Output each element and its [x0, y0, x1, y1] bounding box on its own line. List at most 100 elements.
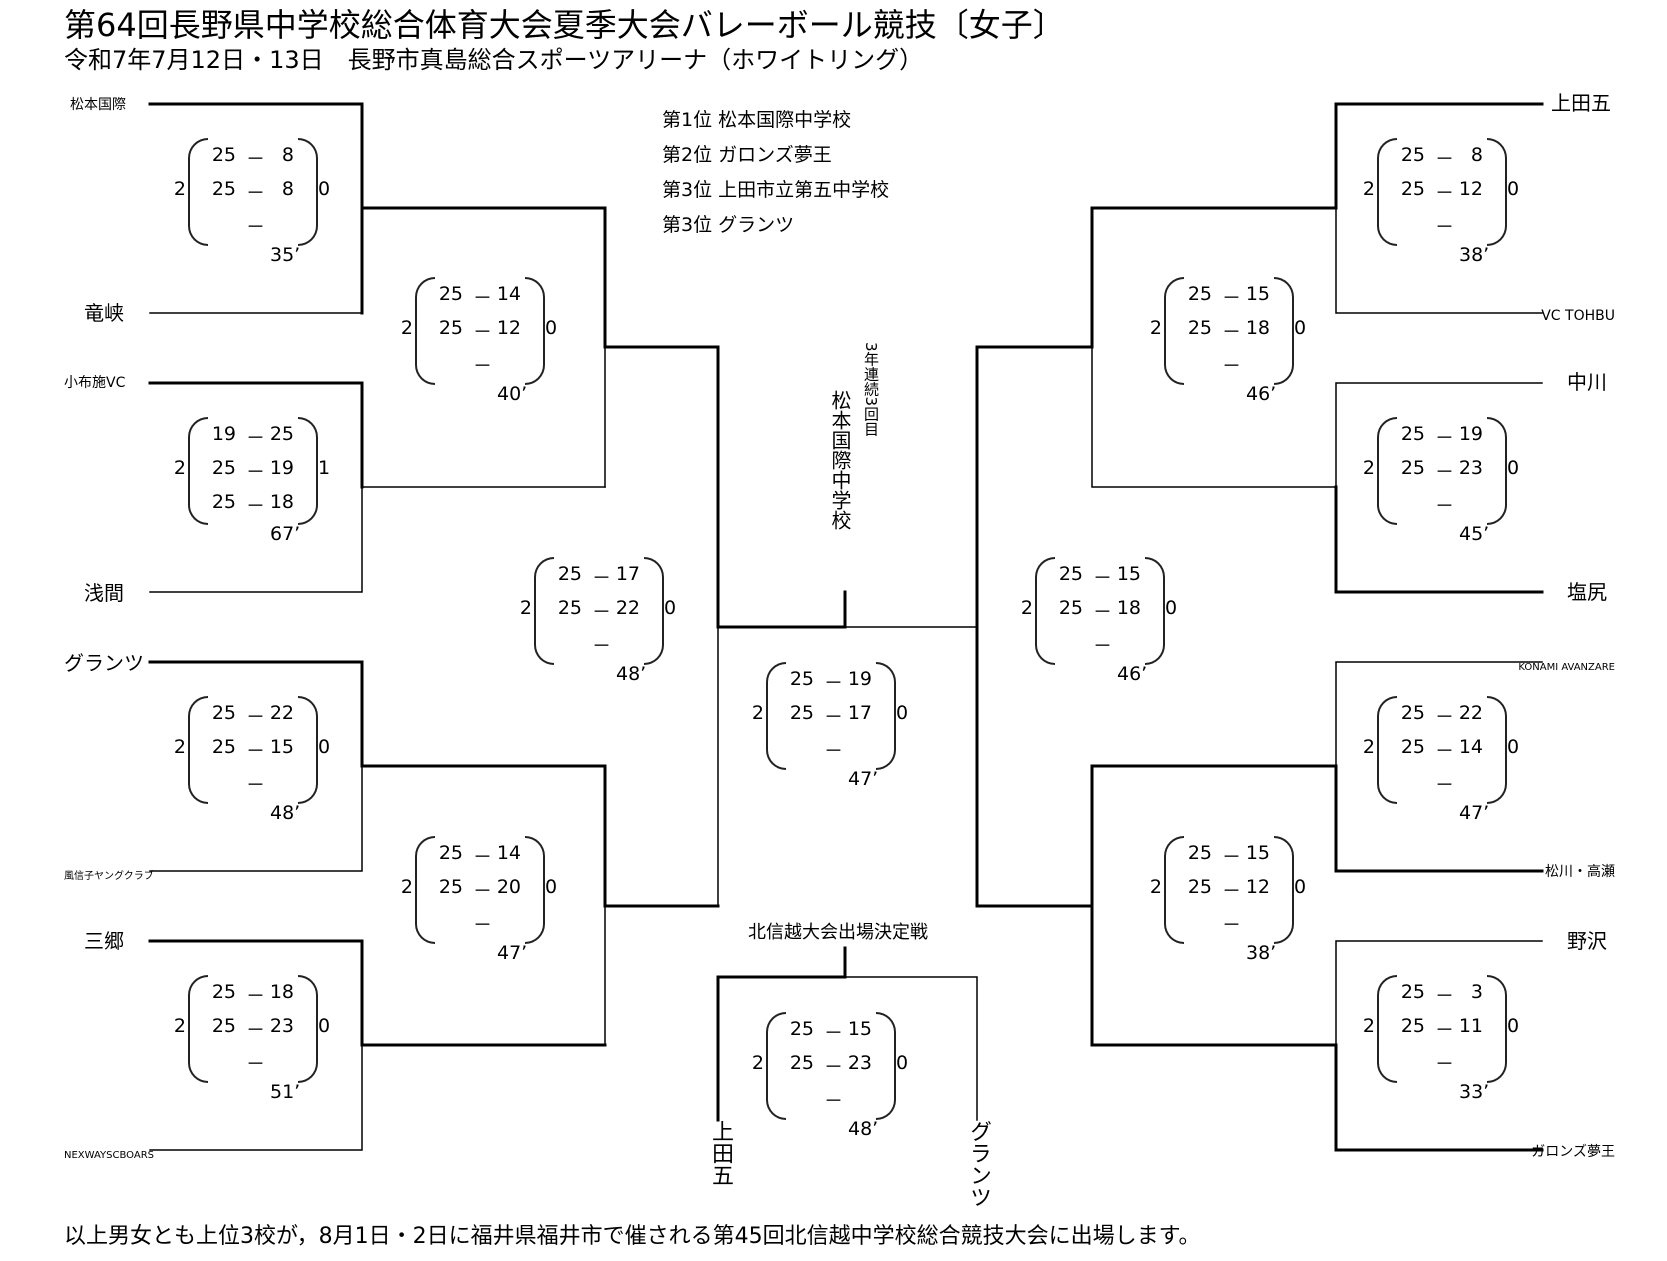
- set-score-b: 17: [615, 563, 640, 585]
- team-left-3: 小布施VC: [64, 375, 126, 391]
- set-dash: －: [473, 287, 493, 309]
- set-dash: －: [1222, 880, 1242, 902]
- sets-won: 2: [1362, 736, 1375, 758]
- left-r1-m3-lose: [149, 765, 363, 872]
- left-r1-m2: [148, 381, 364, 489]
- paren-left: [1377, 138, 1397, 246]
- set-score-b: 15: [1116, 563, 1141, 585]
- set-score-a: 25: [789, 1018, 814, 1040]
- paren-right: [876, 662, 896, 770]
- set-row: 25－18: [1182, 317, 1274, 343]
- sets-won: 2: [1020, 597, 1033, 619]
- set-dash: －: [246, 1053, 266, 1075]
- set-row: －: [784, 1086, 876, 1112]
- paren-left: [188, 975, 208, 1083]
- paren-left: [766, 662, 786, 770]
- sets-lost: 0: [896, 702, 909, 724]
- right-r2-m2-lose: [1090, 904, 1338, 1047]
- set-score-a: 25: [1058, 563, 1083, 585]
- set-row: －: [206, 1049, 298, 1075]
- set-row: －: [433, 351, 525, 377]
- left-r1-m2-lose: [149, 486, 363, 593]
- right-semi-lose: [975, 625, 1094, 908]
- set-score-a: 25: [1187, 876, 1212, 898]
- set-dash: －: [1093, 635, 1113, 657]
- set-score-b: 25: [269, 423, 294, 445]
- set-score-a: 25: [438, 317, 463, 339]
- paren-right: [298, 975, 318, 1083]
- set-row: －: [1182, 351, 1274, 377]
- set-score-b: 8: [1470, 144, 1483, 166]
- team-left-8: NEXWAYSCBOARS: [64, 1150, 155, 1161]
- set-dash: －: [473, 321, 493, 343]
- third-team-left: 上田五: [708, 1120, 733, 1186]
- set-score-a: 25: [1187, 842, 1212, 864]
- right-r1-m1-lose: [1335, 207, 1543, 314]
- set-dash: －: [246, 148, 266, 170]
- paren-left: [1377, 975, 1397, 1083]
- set-score-b: 14: [496, 842, 521, 864]
- sets-lost: 0: [896, 1052, 909, 1074]
- match-time: 33’: [1459, 1081, 1490, 1103]
- team-right-5: KONAMI AVANZARE: [1518, 662, 1615, 673]
- left-r1-m1-lose: [149, 207, 363, 314]
- sets-won: 2: [751, 1052, 764, 1074]
- left-semi: [716, 345, 847, 629]
- paren-right: [1487, 417, 1507, 525]
- set-dash: －: [1435, 774, 1455, 796]
- paren-right: [298, 417, 318, 525]
- set-score-b: 14: [1458, 736, 1483, 758]
- rank-1: 第1位 松本国際中学校: [662, 109, 852, 131]
- set-row: －: [1053, 631, 1145, 657]
- set-dash: －: [1435, 148, 1455, 170]
- set-dash: －: [1435, 706, 1455, 728]
- set-score-b: 17: [847, 702, 872, 724]
- set-score-b: 15: [1245, 283, 1270, 305]
- paren-left: [1377, 417, 1397, 525]
- sets-lost: 0: [545, 876, 558, 898]
- set-score-a: 25: [789, 668, 814, 690]
- set-row: 25－14: [433, 283, 525, 309]
- set-score-b: 18: [269, 981, 294, 1003]
- team-right-2: VC TOHBU: [1541, 308, 1615, 324]
- set-dash: －: [1435, 182, 1455, 204]
- set-row: 25－14: [1395, 736, 1487, 762]
- sets-won: 2: [1149, 876, 1162, 898]
- paren-left: [415, 836, 435, 944]
- right-r1-m2: [1335, 382, 1543, 488]
- sets-lost: 0: [1294, 317, 1307, 339]
- set-score-a: 25: [789, 1052, 814, 1074]
- team-right-8: ガロンズ夢王: [1531, 1144, 1615, 1160]
- set-row: 25－8: [206, 144, 298, 170]
- paren-left: [188, 138, 208, 246]
- set-dash: －: [246, 461, 266, 483]
- set-row: －: [1395, 770, 1487, 796]
- match-time: 38’: [1459, 244, 1490, 266]
- set-row: 25－8: [1395, 144, 1487, 170]
- set-row: －: [552, 631, 644, 657]
- set-dash: －: [246, 182, 266, 204]
- match-time: 47’: [848, 768, 879, 790]
- set-dash: －: [824, 706, 844, 728]
- set-score-b: 8: [281, 144, 294, 166]
- set-score-a: 25: [557, 563, 582, 585]
- set-score-a: 25: [1400, 178, 1425, 200]
- set-score-a: 25: [1400, 981, 1425, 1003]
- set-row: 19－25: [206, 423, 298, 449]
- set-score-b: 8: [281, 178, 294, 200]
- set-row: 25－18: [206, 981, 298, 1007]
- paren-right: [1487, 975, 1507, 1083]
- set-dash: －: [246, 427, 266, 449]
- right-r1-m2-win: [1334, 485, 1544, 594]
- set-score-b: 23: [1458, 457, 1483, 479]
- set-dash: －: [246, 706, 266, 728]
- paren-right: [1274, 277, 1294, 385]
- set-score-b: 23: [269, 1015, 294, 1037]
- paren-left: [766, 1012, 786, 1120]
- set-score-a: 25: [211, 981, 236, 1003]
- set-dash: －: [246, 495, 266, 517]
